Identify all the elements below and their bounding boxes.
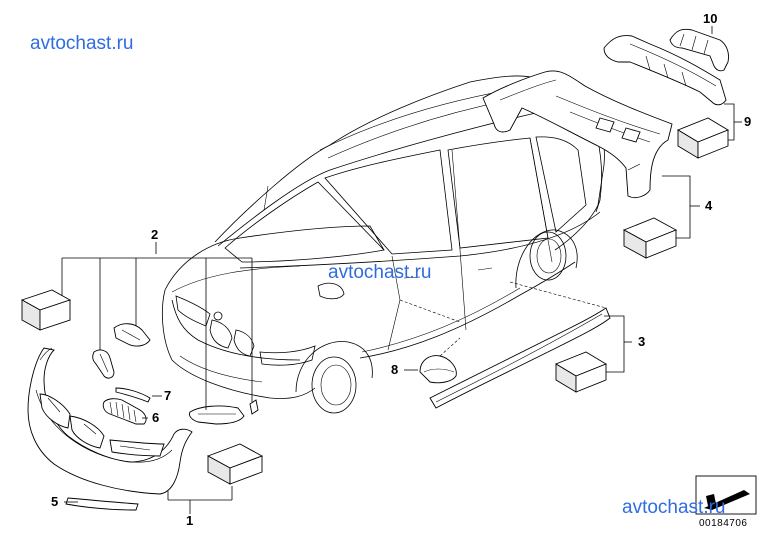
- callout-7: 7: [164, 388, 172, 403]
- package-box-9: [676, 117, 730, 159]
- rear-bumper: [482, 70, 673, 199]
- callout-1: 1: [186, 513, 194, 528]
- diagram-id-box: [695, 475, 757, 515]
- watermark-top-left: avtochast.ru: [30, 33, 134, 54]
- lip-spoiler: [65, 497, 139, 511]
- package-box-2: [20, 289, 72, 331]
- side-skirt: [399, 281, 611, 409]
- callout-5: 5: [51, 494, 59, 509]
- package-boxes: [20, 117, 730, 485]
- callout-8: 8: [391, 362, 399, 377]
- front-bumper: [27, 347, 193, 495]
- kidney-grille: [102, 398, 147, 425]
- callout-3: 3: [638, 334, 646, 349]
- callout-2: 2: [151, 227, 159, 242]
- exhaust-trim: [669, 28, 729, 72]
- trim-strip: [115, 387, 151, 403]
- callout-10: 10: [703, 11, 718, 26]
- mirror-cap: [419, 337, 461, 384]
- callout-4: 4: [705, 198, 713, 213]
- watermark-center: avtochast.ru: [328, 262, 432, 283]
- callout-9: 9: [744, 114, 752, 129]
- rear-diffuser: [603, 35, 727, 106]
- diagram-id: 00184706: [699, 518, 748, 529]
- air-ducts: [92, 323, 259, 425]
- leader-lines: [61, 26, 742, 514]
- car-body: [161, 75, 605, 414]
- watermark-bottom-right: avtochast.ru: [622, 497, 726, 518]
- callout-6: 6: [152, 410, 160, 425]
- package-box-4: [622, 217, 678, 259]
- package-box-3: [554, 351, 608, 393]
- package-box-1: [206, 443, 264, 485]
